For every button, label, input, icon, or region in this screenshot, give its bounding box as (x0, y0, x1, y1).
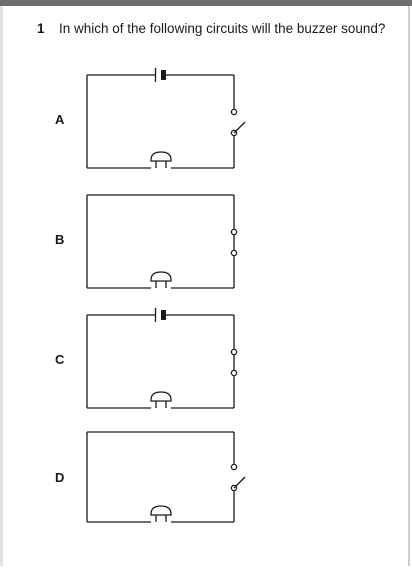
circuit-a[interactable] (86, 68, 246, 169)
circuit-b[interactable] (86, 194, 238, 289)
cell-icon (154, 68, 166, 82)
switch-contact (230, 369, 238, 377)
option-label-a[interactable]: A (55, 112, 65, 127)
circuit-c[interactable] (86, 308, 238, 409)
switch-contact (230, 249, 238, 257)
cell-icon (154, 308, 166, 322)
buzzer-icon (150, 505, 172, 522)
open-switch-icon (233, 121, 246, 134)
switch-contact (230, 463, 238, 471)
circuit-d[interactable] (86, 431, 246, 523)
page-edge-right (408, 6, 410, 566)
switch-contact (230, 108, 238, 116)
option-label-c[interactable]: C (55, 352, 65, 367)
top-bar (0, 0, 412, 6)
buzzer-icon (150, 271, 172, 288)
option-label-b[interactable]: B (55, 232, 65, 247)
question-number: 1 (37, 21, 45, 36)
open-switch-icon (233, 476, 246, 489)
question-text: In which of the following circuits will … (59, 21, 386, 36)
buzzer-icon (150, 151, 172, 168)
option-label-d[interactable]: D (55, 470, 65, 485)
page-edge-left (0, 6, 3, 566)
buzzer-icon (150, 391, 172, 408)
switch-contact (230, 348, 238, 356)
switch-contact (230, 228, 238, 236)
